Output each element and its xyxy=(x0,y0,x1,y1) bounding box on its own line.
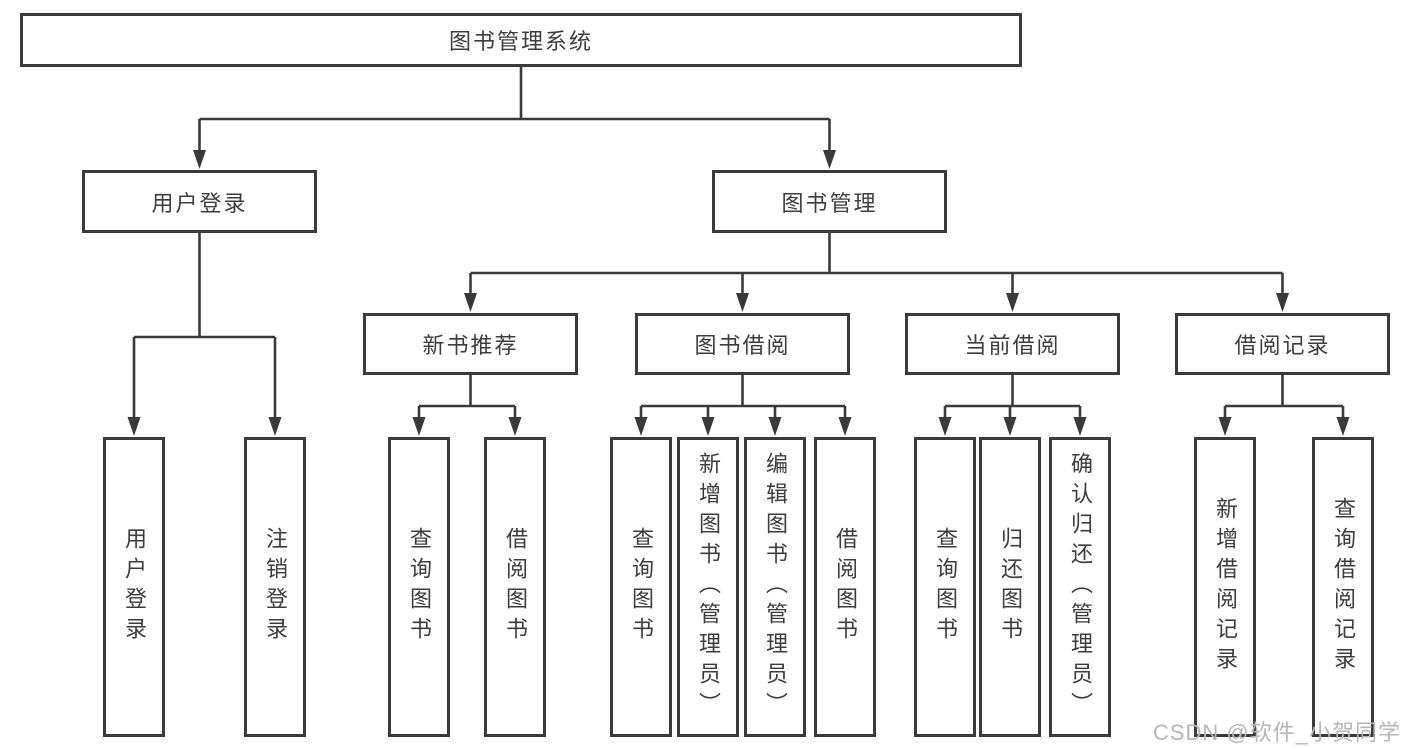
leaf-query-books: 查询图书 xyxy=(610,437,672,737)
leaf-add-borrow-record: 新增借阅记录 xyxy=(1194,437,1256,737)
node-label: 当前借阅 xyxy=(964,333,1061,358)
leaf-logout: 注销登录 xyxy=(244,437,306,737)
node-user-login: 用户登录 xyxy=(82,170,317,233)
leaf-add-books-admin: 新增图书（管理员） xyxy=(677,437,739,737)
node-label: 图书管理 xyxy=(781,190,878,216)
leaf-label: 归还图书 xyxy=(998,527,1023,647)
leaf-query-books-current: 查询图书 xyxy=(914,437,976,737)
node-new-book-recommend: 新书推荐 xyxy=(363,313,578,375)
node-book-borrow: 图书借阅 xyxy=(635,313,850,375)
leaf-borrow-books-recommend: 借阅图书 xyxy=(484,437,546,737)
node-label: 新书推荐 xyxy=(422,333,519,358)
node-label: 图书借阅 xyxy=(694,333,791,358)
leaf-label: 查询图书 xyxy=(629,527,654,647)
node-label: 用户登录 xyxy=(151,190,248,216)
leaf-label: 用户登录 xyxy=(122,527,147,647)
leaf-label: 新增借阅记录 xyxy=(1213,497,1238,677)
leaf-label: 查询借阅记录 xyxy=(1331,497,1356,677)
leaf-return-books: 归还图书 xyxy=(979,437,1041,737)
leaf-user-login: 用户登录 xyxy=(103,437,165,737)
leaf-label: 借阅图书 xyxy=(833,527,858,647)
leaf-query-borrow-record: 查询借阅记录 xyxy=(1312,437,1374,737)
leaf-borrow-books: 借阅图书 xyxy=(814,437,876,737)
leaf-label: 新增图书（管理员） xyxy=(696,452,721,722)
node-library-management-system: 图书管理系统 xyxy=(20,13,1022,67)
leaf-query-books-recommend: 查询图书 xyxy=(388,437,450,737)
leaf-label: 查询图书 xyxy=(933,527,958,647)
leaf-label: 查询图书 xyxy=(407,527,432,647)
leaf-label: 确认归还（管理员） xyxy=(1068,452,1093,722)
leaf-confirm-return-admin: 确认归还（管理员） xyxy=(1049,437,1111,737)
leaf-label: 编辑图书（管理员） xyxy=(763,452,788,722)
leaf-edit-books-admin: 编辑图书（管理员） xyxy=(744,437,806,737)
node-current-borrow: 当前借阅 xyxy=(905,313,1120,375)
csdn-watermark: CSDN @软件_小贺同学 xyxy=(1152,720,1401,745)
leaf-label: 注销登录 xyxy=(263,527,288,647)
node-label: 图书管理系统 xyxy=(448,29,593,54)
leaf-label: 借阅图书 xyxy=(503,527,528,647)
node-label: 借阅记录 xyxy=(1234,333,1331,358)
node-borrow-records: 借阅记录 xyxy=(1175,313,1390,375)
node-book-management: 图书管理 xyxy=(712,170,947,233)
